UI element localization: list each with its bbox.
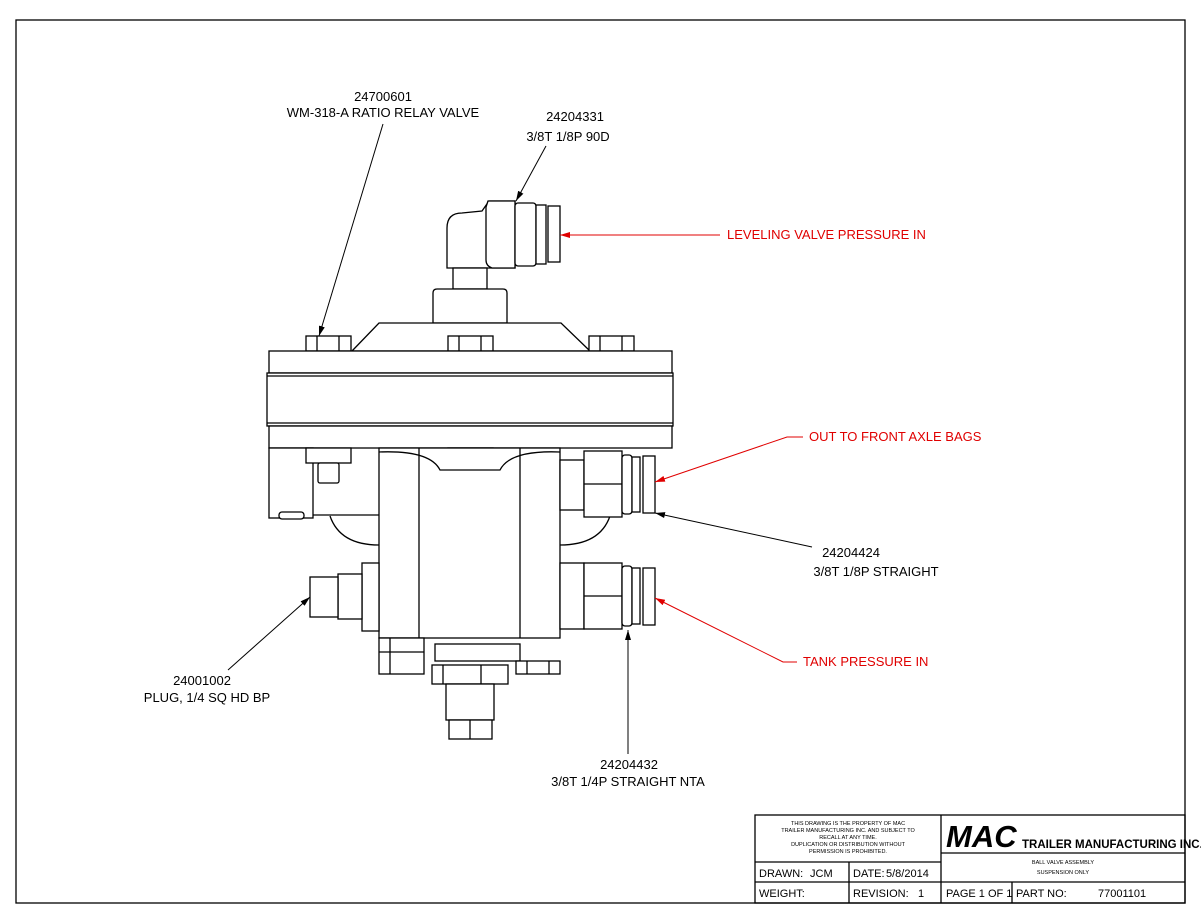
- company-name: TRAILER MANUFACTURING INC.: [1022, 839, 1201, 851]
- revision-label: REVISION:: [853, 888, 909, 900]
- part-no-label: PART NO:: [1016, 888, 1067, 900]
- plug: [309, 562, 380, 632]
- callout-out-to-front-axle-bags: OUT TO FRONT AXLE BAGS: [654, 429, 982, 483]
- drawing-title: BALL VALVE ASSEMBLY: [1032, 860, 1094, 866]
- elbow-fitting: [446, 200, 561, 290]
- svg-text:PERMISSION IS PROHIBITED.: PERMISSION IS PROHIBITED.: [809, 849, 887, 855]
- date-label: DATE:: [853, 868, 885, 880]
- part-description: 3/8T 1/4P STRAIGHT NTA: [551, 774, 705, 789]
- part-number: 24204432: [600, 757, 658, 772]
- callout-leveling-valve-pressure-in: LEVELING VALVE PRESSURE IN: [560, 227, 926, 242]
- part-description: PLUG, 1/4 SQ HD BP: [144, 690, 270, 705]
- part-description: 3/8T 1/8P STRAIGHT: [813, 564, 938, 579]
- drawing-subtitle: SUSPENSION ONLY: [1037, 870, 1089, 876]
- part-no-value: 77001101: [1098, 888, 1146, 900]
- valve-body: [378, 447, 561, 639]
- ratio-relay-valve-assembly: [266, 200, 674, 740]
- lower-flange: [268, 425, 673, 449]
- drawn-label: DRAWN:: [759, 868, 803, 880]
- weight-label: WEIGHT:: [759, 888, 805, 900]
- callout-relay-valve: 24700601 WM-318-A RATIO RELAY VALVE: [287, 89, 480, 337]
- callout-straight-1-4: 24204432 3/8T 1/4P STRAIGHT NTA: [551, 630, 705, 789]
- mac-logo: MAC: [946, 819, 1017, 854]
- callout-plug: 24001002 PLUG, 1/4 SQ HD BP: [144, 596, 311, 705]
- port-label: LEVELING VALVE PRESSURE IN: [727, 227, 926, 242]
- part-number: 24204331: [546, 109, 604, 124]
- page-indicator: PAGE 1 OF 1: [946, 888, 1012, 900]
- svg-text:DUPLICATION OR DISTRIBUTION WI: DUPLICATION OR DISTRIBUTION WITHOUT: [791, 842, 906, 848]
- svg-text:THIS DRAWING IS THE PROPERTY O: THIS DRAWING IS THE PROPERTY OF MAC: [791, 821, 905, 827]
- part-number: 24001002: [173, 673, 231, 688]
- part-number: 24700601: [354, 89, 412, 104]
- svg-text:TRAILER MANUFACTURING INC. AND: TRAILER MANUFACTURING INC. AND SUBJECT T…: [781, 828, 915, 834]
- dome-cap: [432, 288, 508, 324]
- bottom-fitting: [378, 637, 561, 740]
- part-description: 3/8T 1/8P 90D: [526, 129, 609, 144]
- revision-value: 1: [918, 888, 924, 900]
- lower-right-fitting: [559, 562, 656, 630]
- date-value: 5/8/2014: [886, 868, 929, 880]
- svg-text:RECALL AT ANY TIME.: RECALL AT ANY TIME.: [819, 835, 877, 841]
- callout-tank-pressure-in: TANK PRESSURE IN: [654, 597, 928, 669]
- part-number: 24204424: [822, 545, 880, 560]
- clamp-band: [266, 372, 674, 427]
- port-label: OUT TO FRONT AXLE BAGS: [809, 429, 982, 444]
- sheet-border: [15, 19, 1186, 904]
- callout-elbow: 24204331 3/8T 1/8P 90D: [515, 109, 610, 202]
- callout-straight-1-8: 24204424 3/8T 1/8P STRAIGHT: [654, 512, 939, 579]
- drawn-value: JCM: [810, 868, 833, 880]
- upper-flange: [268, 350, 673, 374]
- title-block: THIS DRAWING IS THE PROPERTY OF MAC TRAI…: [754, 814, 1201, 904]
- top-bolts: [305, 335, 635, 352]
- ownership-notice: THIS DRAWING IS THE PROPERTY OF MAC TRAI…: [781, 821, 915, 855]
- part-description: WM-318-A RATIO RELAY VALVE: [287, 105, 480, 120]
- port-label: TANK PRESSURE IN: [803, 654, 928, 669]
- upper-right-fitting: [559, 450, 656, 518]
